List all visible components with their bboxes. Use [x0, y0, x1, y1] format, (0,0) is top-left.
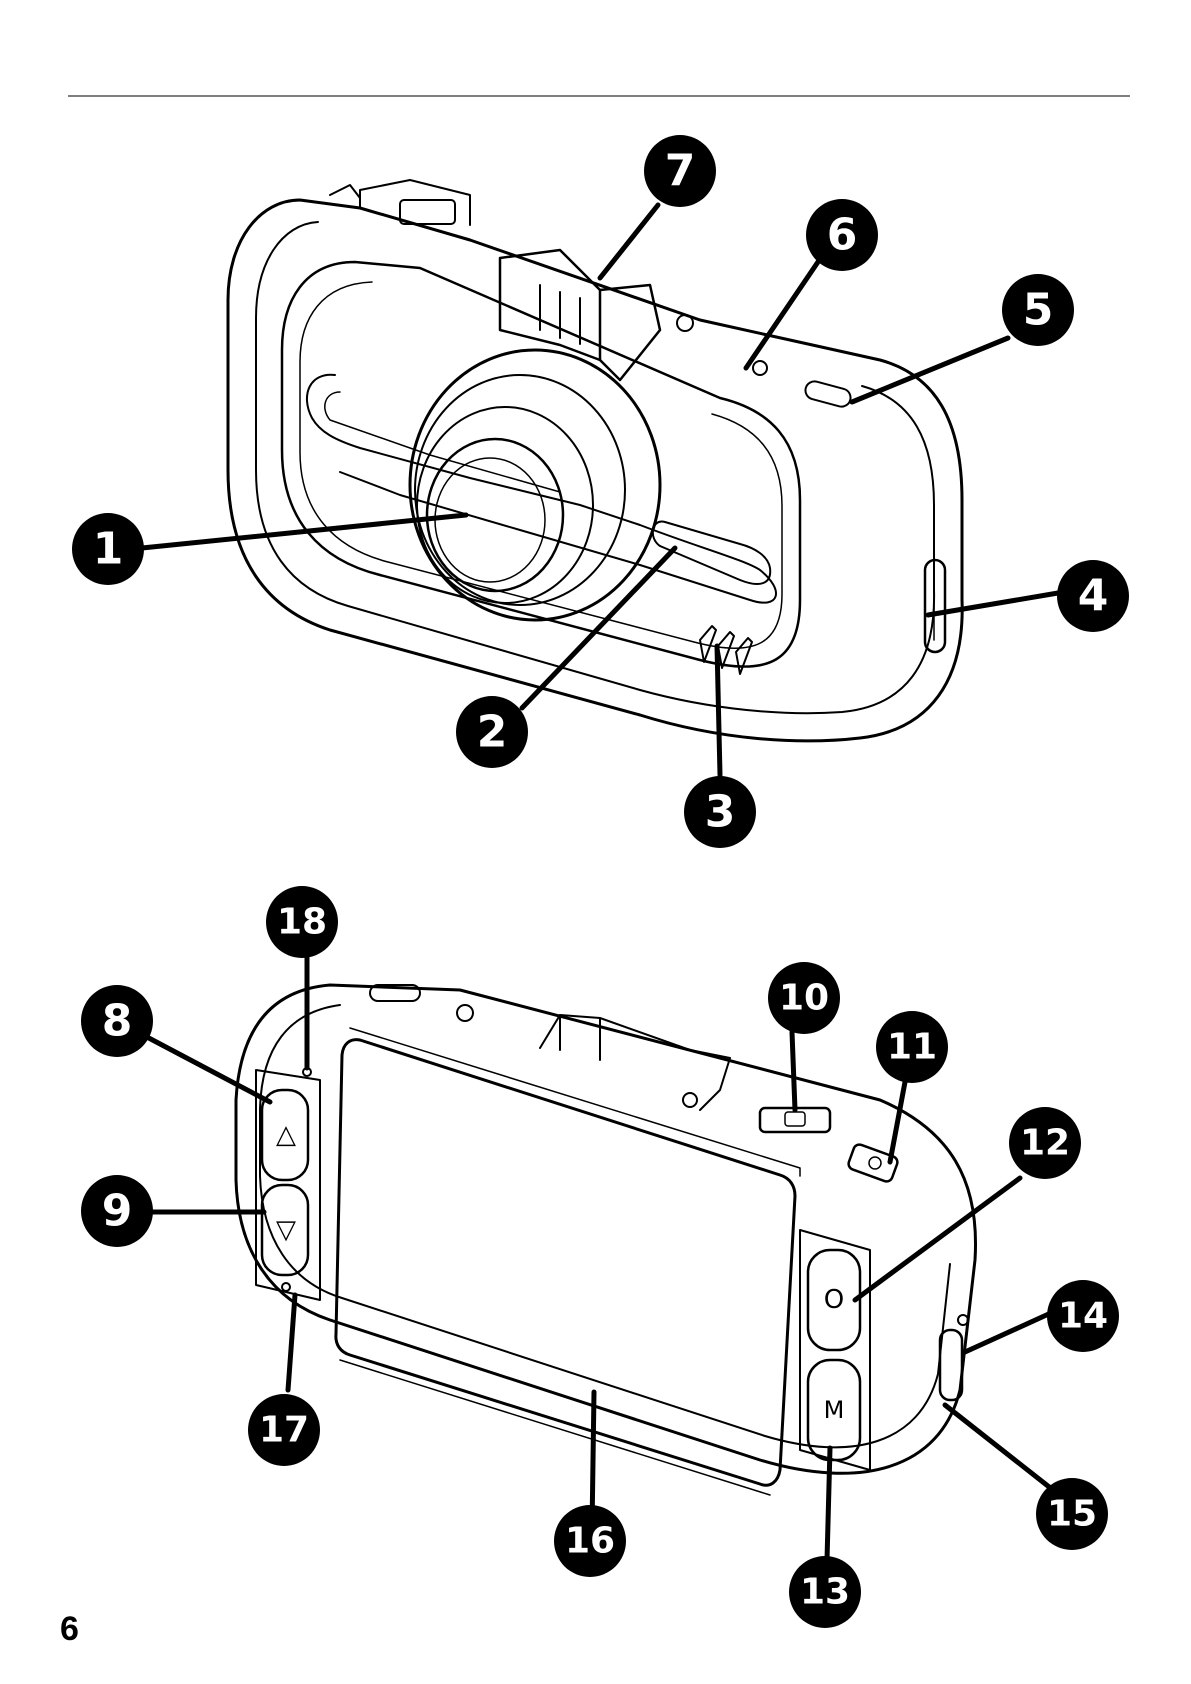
mode-icon: M — [824, 1396, 845, 1424]
up-arrow-icon: △ — [276, 1120, 296, 1150]
callout-3: 3 — [684, 776, 756, 848]
callout-13: 13 — [789, 1556, 861, 1628]
callout-3-label: 3 — [705, 787, 736, 838]
callout-16: 16 — [554, 1505, 626, 1577]
callout-9-label: 9 — [102, 1186, 133, 1237]
callout-9: 9 — [81, 1175, 153, 1247]
callout-2: 2 — [456, 696, 528, 768]
down-arrow-icon: ▽ — [276, 1215, 296, 1245]
callout-6: 6 — [806, 199, 878, 271]
callout-10: 10 — [768, 962, 840, 1034]
callout-15-label: 15 — [1047, 1494, 1097, 1535]
record-button[interactable]: O — [808, 1250, 860, 1350]
callout-7-label: 7 — [665, 146, 696, 197]
mode-button[interactable]: M — [808, 1360, 860, 1460]
callout-18: 18 — [266, 886, 338, 958]
callout-11: 11 — [876, 1011, 948, 1083]
callout-1: 1 — [72, 513, 144, 585]
callout-2-label: 2 — [477, 707, 508, 758]
callout-7: 7 — [644, 135, 716, 207]
page-number: 6 — [60, 1610, 79, 1649]
reset-hole — [958, 1315, 968, 1325]
callout-5-label: 5 — [1023, 285, 1054, 336]
callout-4: 4 — [1057, 560, 1129, 632]
callout-8-label: 8 — [102, 996, 133, 1047]
callout-14: 14 — [1047, 1280, 1119, 1352]
callout-17-label: 17 — [259, 1410, 309, 1451]
callout-6-label: 6 — [827, 210, 858, 261]
callout-1-label: 1 — [93, 524, 124, 575]
callout-14-label: 14 — [1058, 1296, 1108, 1337]
callout-10-label: 10 — [779, 978, 829, 1019]
callout-13-label: 13 — [800, 1572, 850, 1613]
callout-12-label: 12 — [1020, 1123, 1070, 1164]
callout-17: 17 — [248, 1394, 320, 1466]
callout-4-label: 4 — [1078, 571, 1109, 622]
callout-18-label: 18 — [277, 902, 327, 943]
callout-15: 15 — [1036, 1478, 1108, 1550]
indicator-light-bottom — [282, 1283, 290, 1291]
callout-12: 12 — [1009, 1107, 1081, 1179]
record-icon: O — [824, 1285, 844, 1315]
callout-5: 5 — [1002, 274, 1074, 346]
back-view: △ ▽ O M — [236, 985, 976, 1495]
callout-11-label: 11 — [887, 1027, 937, 1068]
callout-16-label: 16 — [565, 1521, 615, 1562]
leader-lines — [142, 205, 1058, 1560]
callout-8: 8 — [81, 985, 153, 1057]
